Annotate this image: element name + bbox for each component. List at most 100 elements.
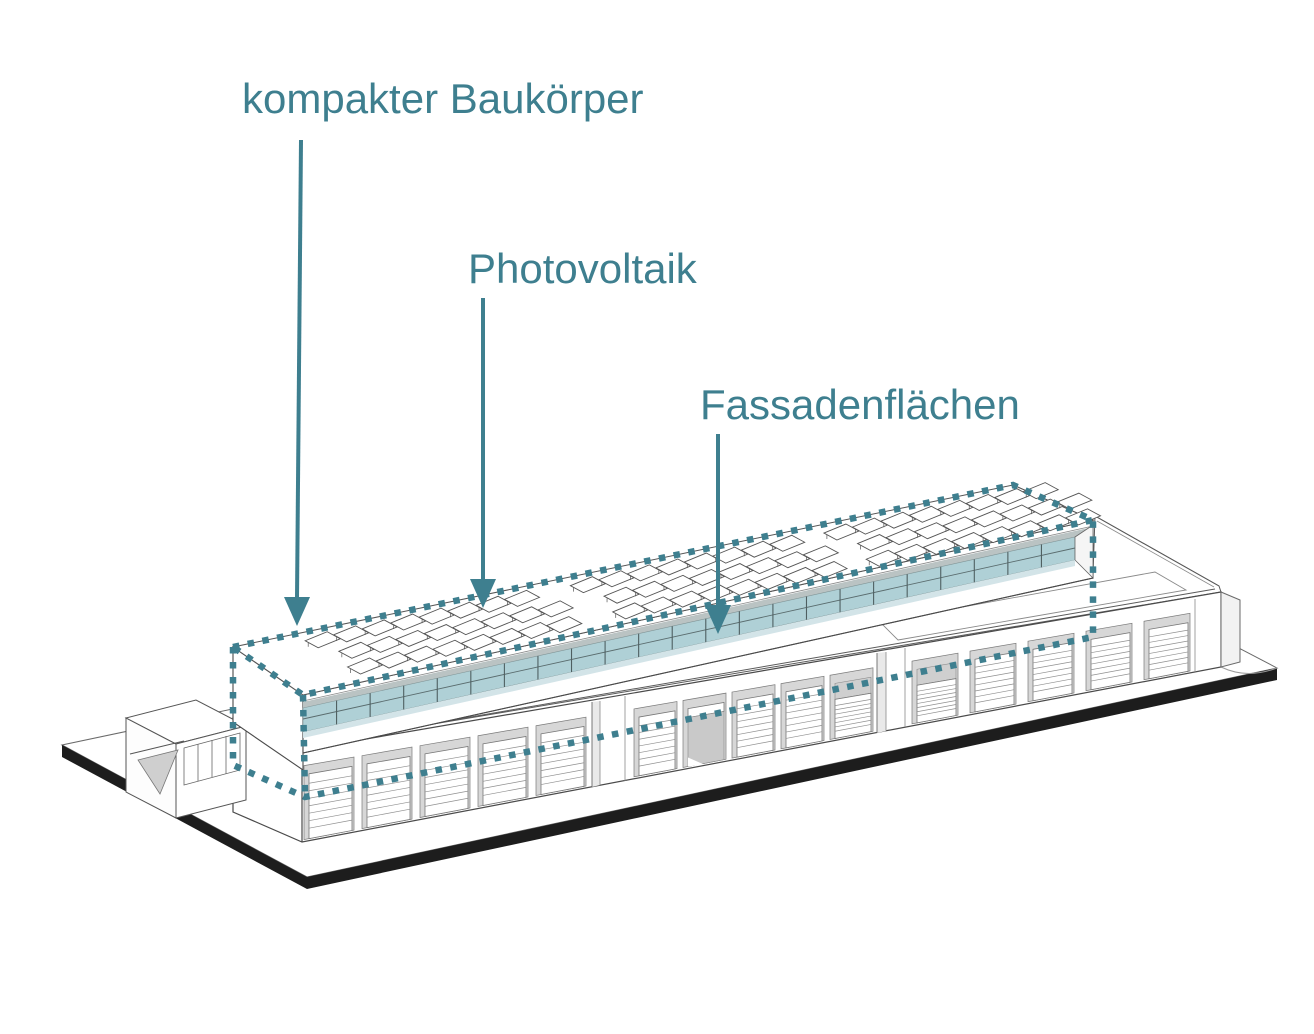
pv-panel [545, 616, 583, 634]
garage-door-slat [834, 699, 872, 706]
garage-door-slat [736, 740, 774, 749]
garage-door-slat [1148, 635, 1189, 643]
garage-door-slat [1090, 662, 1131, 671]
garage-door-slat [540, 735, 585, 744]
garage-doors [303, 612, 1191, 841]
garage-door-slat [785, 699, 823, 707]
garage-door-slat [482, 787, 527, 796]
label-kompakter-baukoerper: kompakter Baukörper [242, 75, 644, 122]
garage-door-slat [834, 719, 872, 728]
pv-panel [810, 561, 849, 579]
garage-door-slat [308, 790, 353, 799]
garage-door-floor-wedge [688, 757, 704, 767]
garage-door-slat [736, 734, 774, 742]
garage-door-slat [366, 787, 411, 796]
garage-door-slat [1032, 678, 1073, 687]
garage-door-leaf [308, 765, 353, 840]
garage-door-slat [638, 752, 676, 760]
garage-door-slat [736, 721, 774, 729]
section-junction-left [591, 696, 626, 787]
arrow-head [470, 579, 496, 608]
label-photovoltaik: Photovoltaik [468, 245, 697, 292]
garage-door-slat [785, 725, 823, 733]
soffit-strip [303, 527, 1093, 708]
arrow-fassadenflaechen [705, 434, 731, 634]
pv-panel [537, 600, 575, 618]
garage-door-slat [366, 808, 411, 818]
glazing-transom-line [302, 547, 1076, 720]
garage-door-slat [916, 700, 957, 708]
garage-door-slat [638, 745, 676, 754]
garage-door-slat [424, 776, 469, 786]
garage-door-slat [1032, 684, 1073, 693]
garage-door-slat [1090, 673, 1131, 682]
garage-door-leaf [916, 678, 957, 724]
section-junction-right [876, 648, 906, 733]
garage-door-slat [638, 732, 676, 740]
garage-door-slat [916, 688, 957, 696]
garage-door-slat [1032, 672, 1073, 681]
garage-door-open-interior [687, 711, 725, 767]
garage-door-slat [834, 724, 872, 732]
arrow-head [705, 605, 731, 634]
garage-door-slat [540, 776, 585, 785]
garage-door-slat [308, 797, 353, 807]
ground-plate-edge-left [62, 745, 307, 889]
garage-door-slat [1148, 657, 1189, 665]
annex-canopy-shade [137, 749, 179, 795]
rear-parapet-line-right-wing [1094, 515, 1220, 587]
pv-panel [768, 534, 806, 552]
upper-volume [231, 482, 1102, 772]
garage-door-leaf [785, 685, 823, 749]
garage-door-slat [424, 797, 469, 807]
arrow-head [284, 597, 310, 626]
garage-door-slat [736, 714, 774, 723]
right-end-wall-return [1220, 591, 1241, 668]
garage-door-slat [638, 739, 676, 747]
garage-door-slat [540, 762, 585, 771]
junction-shade [592, 701, 600, 787]
annotation-arrows [284, 139, 731, 634]
garage-door-slat [974, 665, 1015, 674]
garage-door-slat [638, 758, 676, 767]
garage-door-slat [974, 660, 1015, 668]
garage-door-slat [785, 718, 823, 727]
garage-door-slat [1148, 640, 1189, 649]
arrow-kompakter-baukoerper [284, 139, 310, 626]
garage-door-slat [366, 772, 411, 781]
rear-parapet-inner-line [1096, 520, 1215, 588]
garage-door-slat [638, 725, 676, 733]
annex-canopy-edge [129, 740, 185, 755]
garage-door-slat [308, 804, 353, 814]
right-wing-roof-curb [879, 571, 1188, 641]
glazing-mullions [336, 544, 1042, 725]
fascia-line [302, 525, 1094, 702]
compact-volume-dotted-outline [224, 481, 1104, 801]
garage-door-slat [974, 671, 1015, 680]
upper-volume-base-edge [302, 577, 1094, 754]
garage-door-slat [366, 801, 411, 811]
dotted-vertical-and-base-outline [229, 520, 1097, 801]
garage-door-slat [834, 711, 872, 719]
ground-plate-edge-front [307, 668, 1277, 889]
garage-door-leaf [424, 745, 469, 818]
garage-door-slat [540, 741, 585, 751]
entrance-annex [124, 699, 248, 819]
pv-panel [1055, 492, 1093, 510]
garage-door-slat [1090, 645, 1131, 654]
junction-shade [877, 652, 886, 733]
garage-door-slat [736, 702, 774, 710]
driveway-apron-line [1220, 666, 1278, 674]
garage-door-slat [1148, 629, 1189, 638]
garage-door-slat [540, 748, 585, 758]
dotted-front-left-vertical [299, 694, 309, 798]
garage-door-slat [424, 790, 469, 800]
garage-door-slat [308, 812, 353, 822]
garage-door-slat [916, 692, 957, 700]
garage-door-slat [366, 779, 411, 789]
pv-panel [1022, 482, 1060, 500]
garage-door-slat [424, 755, 469, 764]
garage-door-slat [308, 819, 353, 829]
